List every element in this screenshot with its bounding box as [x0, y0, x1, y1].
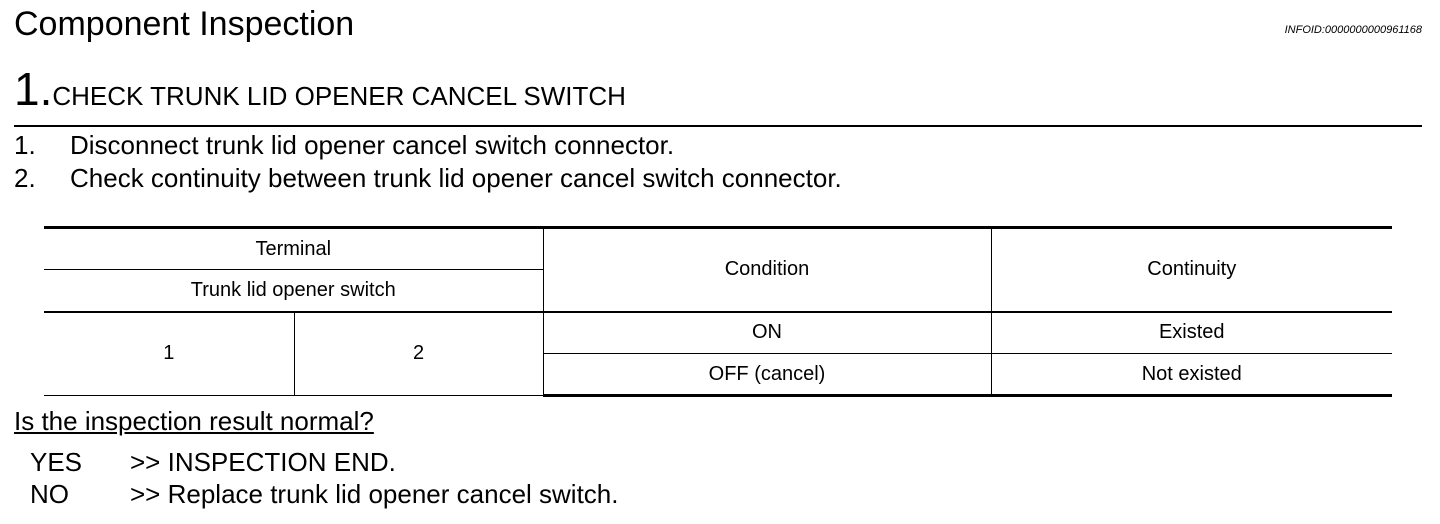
answer-no: NO >> Replace trunk lid opener cancel sw…	[30, 478, 619, 510]
instruction-item: 2. Check continuity between trunk lid op…	[14, 162, 842, 195]
condition-cell: OFF (cancel)	[543, 353, 992, 397]
condition-cell: ON	[542, 310, 992, 354]
answer-text: >> INSPECTION END.	[130, 447, 396, 477]
step-title: CHECK TRUNK LID OPENER CANCEL SWITCH	[52, 81, 626, 111]
terminal-subheader: Trunk lid opener switch	[44, 269, 543, 312]
terminal-cell: 1	[44, 310, 295, 396]
continuity-cell: Existed	[990, 310, 1392, 354]
instruction-text: Check continuity between trunk lid opene…	[70, 163, 842, 193]
terminal-header: Terminal	[44, 226, 544, 270]
continuity-table: Terminal Condition Continuity Trunk lid …	[44, 226, 1392, 397]
info-id: INFOID:0000000000961168	[1284, 24, 1422, 36]
answer-text: >> Replace trunk lid opener cancel switc…	[130, 479, 619, 509]
step-divider	[14, 125, 1422, 127]
table-header-row: Terminal Condition Continuity	[44, 226, 1392, 312]
instruction-item: 1. Disconnect trunk lid opener cancel sw…	[14, 129, 842, 162]
continuity-header: Continuity	[990, 226, 1392, 312]
table-row: 1 2 ON Existed	[44, 310, 1392, 396]
step-heading: 1.CHECK TRUNK LID OPENER CANCEL SWITCH	[14, 62, 626, 116]
page-title: Component Inspection	[14, 5, 355, 43]
answer-yes: YES >> INSPECTION END.	[30, 446, 396, 478]
instruction-number: 2.	[14, 163, 36, 193]
table-header-row: Trunk lid opener switch	[44, 269, 1392, 312]
answer-key: YES	[30, 447, 83, 477]
instruction-text: Disconnect trunk lid opener cancel switc…	[70, 130, 675, 160]
instruction-number: 1.	[14, 130, 36, 160]
result-question: Is the inspection result normal?	[14, 406, 374, 436]
table-row: OFF (cancel) Not existed	[44, 353, 1392, 397]
terminal-cell: 2	[293, 310, 544, 396]
step-number: 1.	[14, 63, 53, 115]
instruction-list: 1. Disconnect trunk lid opener cancel sw…	[14, 129, 842, 195]
answer-key: NO	[30, 479, 69, 509]
continuity-cell: Not existed	[990, 353, 1392, 397]
condition-header: Condition	[542, 226, 992, 312]
